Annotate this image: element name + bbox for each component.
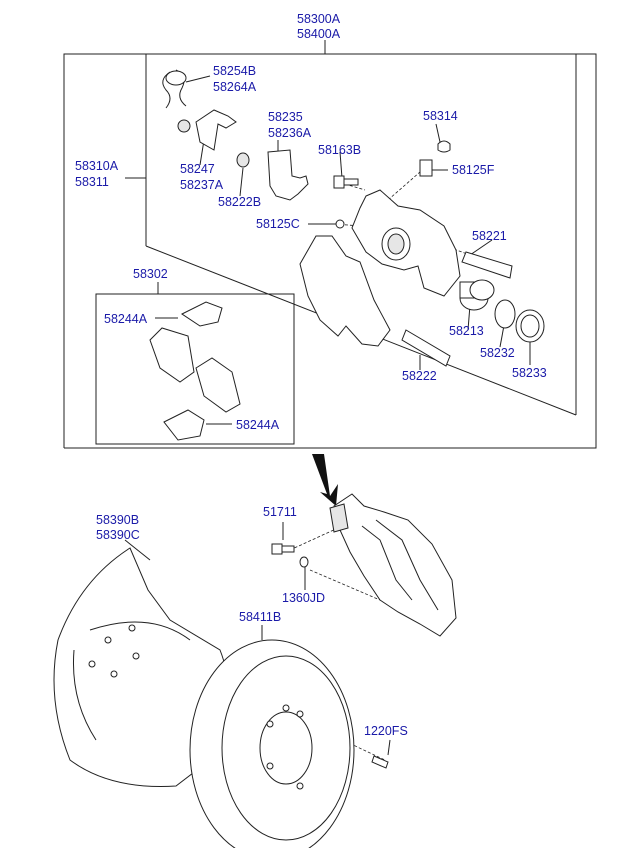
ring-part: [494, 299, 516, 329]
label-boot-1: 58235: [268, 110, 303, 124]
label-bolt: 58163B: [318, 143, 361, 157]
pad-kit-box: [95, 293, 295, 445]
lower-caliper-part: [329, 493, 457, 637]
clip-part: [195, 109, 237, 151]
bleeder-cap-part: [437, 140, 451, 153]
seal-part: [515, 309, 545, 343]
caliper-body-part: [351, 189, 461, 297]
cap-part: [236, 152, 250, 168]
label-piston: 58213: [449, 324, 484, 338]
label-clip-1: 58247: [180, 162, 215, 176]
label-cap3: 58125C: [256, 217, 300, 231]
label-assy-2: 58400A: [297, 27, 341, 41]
small-boot-part: [177, 119, 191, 133]
carrier-bracket-part: [299, 235, 391, 347]
pad-kit-contents: [149, 301, 241, 441]
label-caliper-1: 58310A: [75, 159, 119, 173]
dust-shield-part: [53, 547, 229, 787]
label-ring: 58232: [480, 346, 515, 360]
part-labels: 58300A 58400A 58310A 58311 58254B 58264A…: [75, 12, 547, 738]
guide-rod-2-part: [401, 329, 451, 367]
label-washer: 1360JD: [282, 591, 325, 605]
brake-disc-part: [189, 639, 355, 848]
small-screw-part: [335, 219, 345, 229]
washer-part: [299, 556, 309, 568]
piston-part: [459, 279, 495, 311]
label-guide-rod: 58221: [472, 229, 507, 243]
boot-bracket-part: [267, 149, 309, 201]
label-assy-1: 58300A: [297, 12, 341, 26]
guide-rod-part: [461, 251, 513, 279]
caliper-screw-part: [271, 543, 295, 555]
label-pad-kit: 58302: [133, 267, 168, 281]
label-spring-1: 58254B: [213, 64, 256, 78]
label-screw: 51711: [263, 505, 297, 519]
bleeder-screw-part: [419, 159, 433, 177]
label-cap2: 58125F: [452, 163, 495, 177]
bolt-part: [333, 175, 359, 189]
pointer-arrow: [312, 454, 338, 506]
label-seal: 58233: [512, 366, 547, 380]
disc-screw-part: [371, 755, 389, 769]
label-shield-1: 58390B: [96, 513, 139, 527]
label-shim-bottom: 58244A: [236, 418, 280, 432]
label-guide-rod-2: 58222: [402, 369, 437, 383]
label-caliper-2: 58311: [75, 175, 109, 189]
label-clip-2: 58237A: [180, 178, 224, 192]
label-disc: 58411B: [239, 610, 281, 624]
label-cap: 58222B: [218, 195, 261, 209]
spring-part: [162, 69, 187, 109]
label-bleeder: 58314: [423, 109, 458, 123]
label-spring-2: 58264A: [213, 80, 257, 94]
label-boot-2: 58236A: [268, 126, 312, 140]
label-disc-screw: 1220FS: [364, 724, 408, 738]
label-shim-top: 58244A: [104, 312, 148, 326]
label-shield-2: 58390C: [96, 528, 140, 542]
